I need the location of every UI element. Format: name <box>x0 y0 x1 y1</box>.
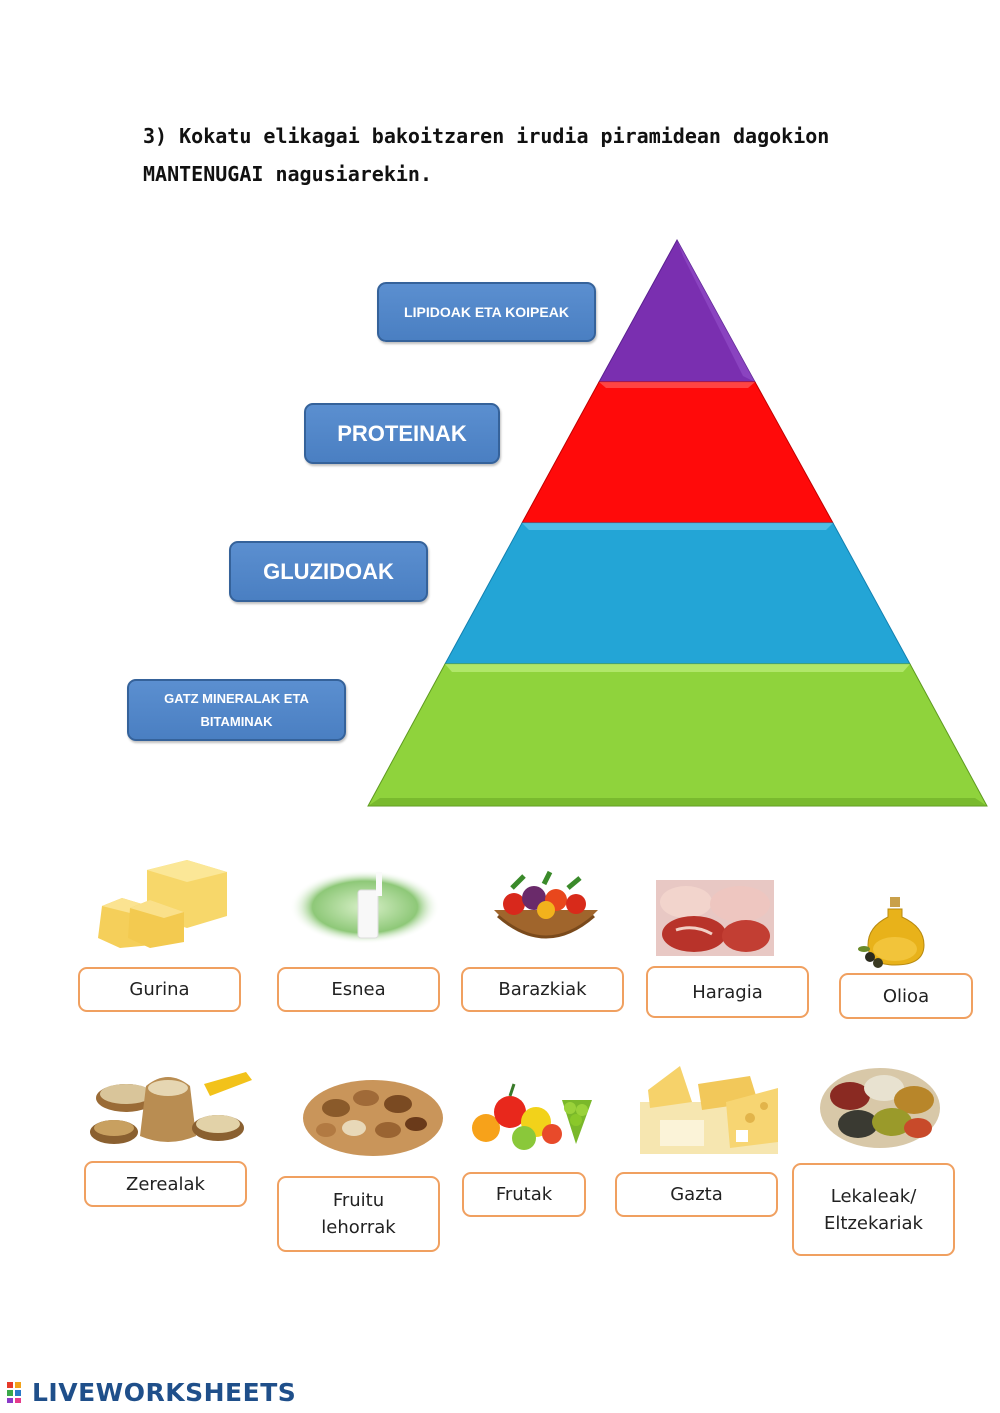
vegetables-image[interactable] <box>484 870 608 952</box>
nutrient-minerals-box[interactable]: GATZ MINERALAK ETA BITAMINAK <box>127 679 346 741</box>
food-label-milk[interactable]: Esnea <box>277 967 440 1012</box>
food-label-vegetables-text: Barazkiak <box>498 979 587 1000</box>
pyramid-level-lipids[interactable] <box>598 238 756 383</box>
liveworksheets-logo-text: LIVEWORKSHEETS <box>32 1378 297 1407</box>
meat-image[interactable] <box>656 880 774 956</box>
pyramid-base-shadow <box>368 798 987 806</box>
food-label-meat-text: Haragia <box>692 981 763 1003</box>
instruction-line-2: MANTENUGAI nagusiarekin. <box>143 162 432 186</box>
instruction-line-1: 3) Kokatu elikagai bakoitzaren irudia pi… <box>143 124 830 148</box>
nutrient-minerals-line-1: GATZ MINERALAK ETA <box>164 691 309 706</box>
pyramid-level-carbs[interactable] <box>444 522 911 665</box>
nutrient-proteins-label: PROTEINAK <box>337 420 467 446</box>
nutrient-carbs-box[interactable]: GLUZIDOAK <box>229 541 428 602</box>
food-label-butter[interactable]: Gurina <box>78 967 241 1012</box>
legumes-image[interactable] <box>818 1066 942 1150</box>
nutrient-minerals-line-2: BITAMINAK <box>200 714 273 729</box>
pyramid-level-lipids-highlight <box>677 240 755 382</box>
food-label-meat[interactable]: Haragia <box>646 966 809 1018</box>
food-label-legumes-line-1: Lekaleak/ <box>830 1185 917 1207</box>
pyramid-level-minerals-highlight <box>445 664 910 672</box>
food-label-oil[interactable]: Olioa <box>839 973 973 1019</box>
pyramid-level-proteins-highlight <box>599 382 755 388</box>
nutrient-proteins-box[interactable]: PROTEINAK <box>304 403 500 464</box>
food-label-cheese[interactable]: Gazta <box>615 1172 778 1217</box>
liveworksheets-logo[interactable]: LIVEWORKSHEETS <box>6 1378 296 1407</box>
butter-image[interactable] <box>92 858 232 950</box>
food-label-nuts-line-2: lehorrak <box>321 1217 396 1238</box>
food-label-legumes-line-2: Eltzekariak <box>824 1212 923 1234</box>
cheese-image[interactable] <box>640 1062 778 1154</box>
pyramid-level-carbs-highlight <box>522 523 833 530</box>
nutrient-lipids-box[interactable]: LIPIDOAK ETA KOIPEAK <box>377 282 596 342</box>
food-label-cereals[interactable]: Zerealak <box>84 1161 247 1207</box>
food-label-oil-text: Olioa <box>882 985 930 1007</box>
nutrient-minerals-label: GATZ MINERALAK ETA BITAMINAK <box>164 687 309 733</box>
food-pyramid <box>367 238 988 807</box>
food-label-cereals-text: Zerealak <box>126 1173 205 1195</box>
food-label-milk-text: Esnea <box>331 979 386 1000</box>
food-label-cheese-text: Gazta <box>670 1184 723 1205</box>
olive-oil-image[interactable] <box>858 893 930 969</box>
food-label-fruits-text: Frutak <box>495 1184 553 1205</box>
food-label-fruits[interactable]: Frutak <box>462 1172 586 1217</box>
food-label-legumes[interactable]: Lekaleak/ Eltzekariak <box>792 1163 955 1256</box>
food-label-butter-text: Gurina <box>129 979 190 1000</box>
food-label-nuts[interactable]: Fruitu lehorrak <box>277 1176 440 1252</box>
instruction-text: 3) Kokatu elikagai bakoitzaren irudia pi… <box>143 117 843 193</box>
milk-image[interactable] <box>290 868 440 946</box>
food-label-nuts-line-1: Fruitu <box>332 1190 385 1211</box>
liveworksheets-logo-icon <box>7 1382 21 1403</box>
nuts-image[interactable] <box>296 1068 450 1164</box>
nutrient-lipids-label: LIPIDOAK ETA KOIPEAK <box>404 304 569 320</box>
nutrient-carbs-label: GLUZIDOAK <box>263 558 394 584</box>
pyramid-level-proteins[interactable] <box>521 381 834 524</box>
food-label-vegetables[interactable]: Barazkiak <box>461 967 624 1012</box>
cereals-image[interactable] <box>86 1066 256 1152</box>
fruits-image[interactable] <box>466 1078 602 1152</box>
pyramid-level-minerals[interactable] <box>367 663 988 807</box>
